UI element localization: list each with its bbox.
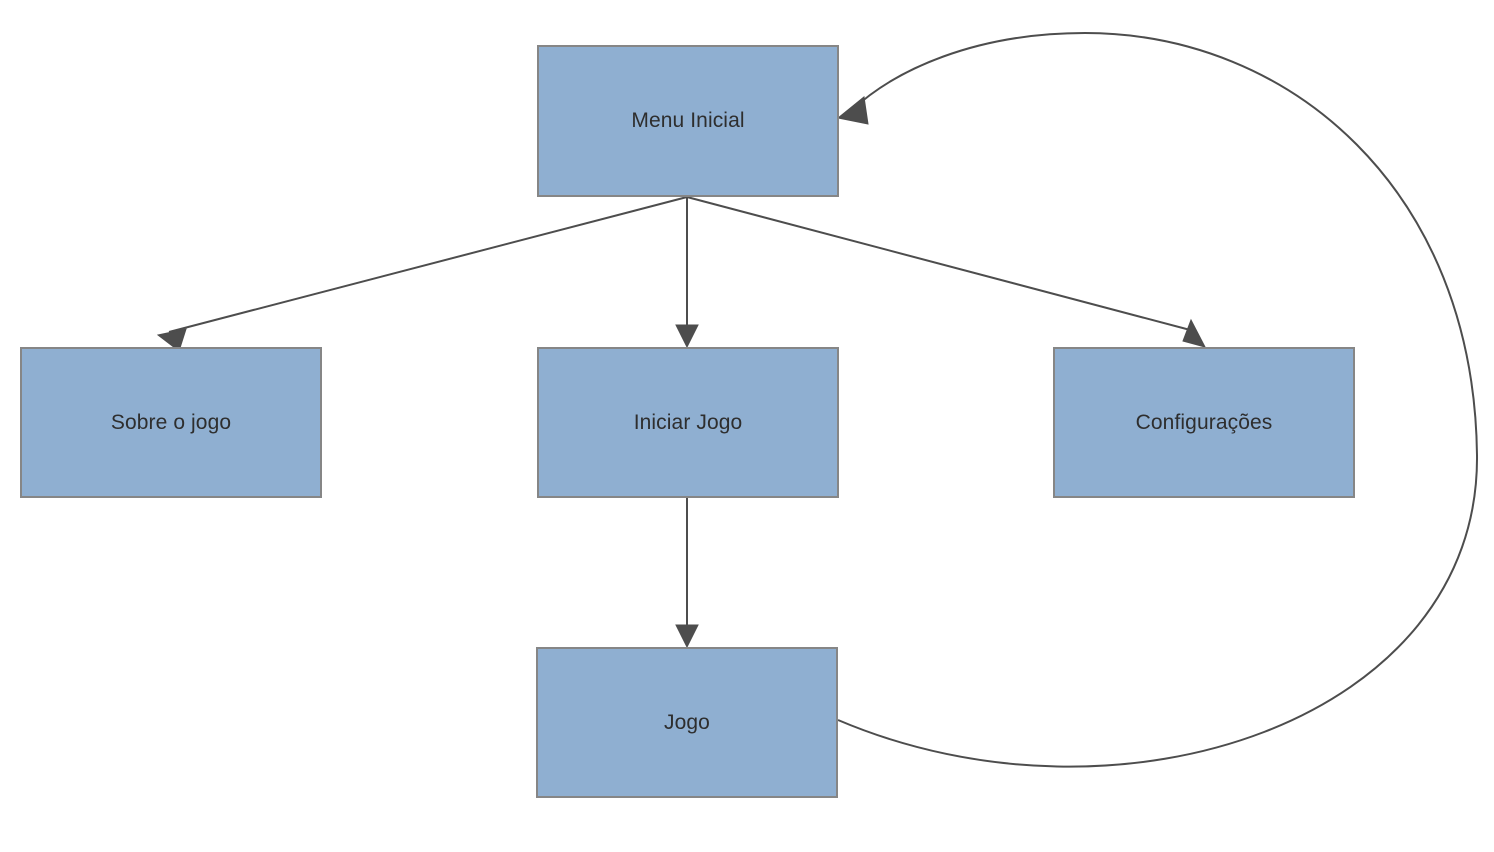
- edge-line: [686, 196, 1195, 332]
- node-label: Iniciar Jogo: [633, 410, 743, 434]
- edge-iniciar-to-jogo[interactable]: [675, 498, 699, 649]
- edge-line: [168, 196, 688, 333]
- edge-jogo-to-menu[interactable]: [836, 31, 1479, 768]
- edge-arrowhead-icon: [836, 96, 869, 125]
- node-iniciar-jogo[interactable]: Iniciar Jogo: [537, 347, 839, 498]
- edge-menu-to-configuracoes[interactable]: [686, 196, 1206, 348]
- node-jogo[interactable]: Jogo: [536, 647, 838, 798]
- node-label: Configurações: [1135, 410, 1273, 434]
- node-sobre-o-jogo[interactable]: Sobre o jogo: [20, 347, 322, 498]
- edge-arrowhead-icon: [1182, 318, 1206, 348]
- edge-menu-to-sobre[interactable]: [156, 196, 688, 352]
- node-label: Jogo: [664, 710, 710, 734]
- edge-arrowhead-icon: [675, 624, 699, 649]
- node-menu-inicial[interactable]: Menu Inicial: [537, 45, 839, 197]
- node-label: Menu Inicial: [631, 109, 745, 133]
- edge-arrowhead-icon: [675, 324, 699, 349]
- edge-line: [837, 31, 1479, 768]
- edge-arrowhead-icon: [156, 328, 187, 352]
- node-configuracoes[interactable]: Configurações: [1053, 347, 1355, 498]
- edge-menu-to-iniciar[interactable]: [675, 197, 699, 349]
- node-label: Sobre o jogo: [110, 410, 232, 434]
